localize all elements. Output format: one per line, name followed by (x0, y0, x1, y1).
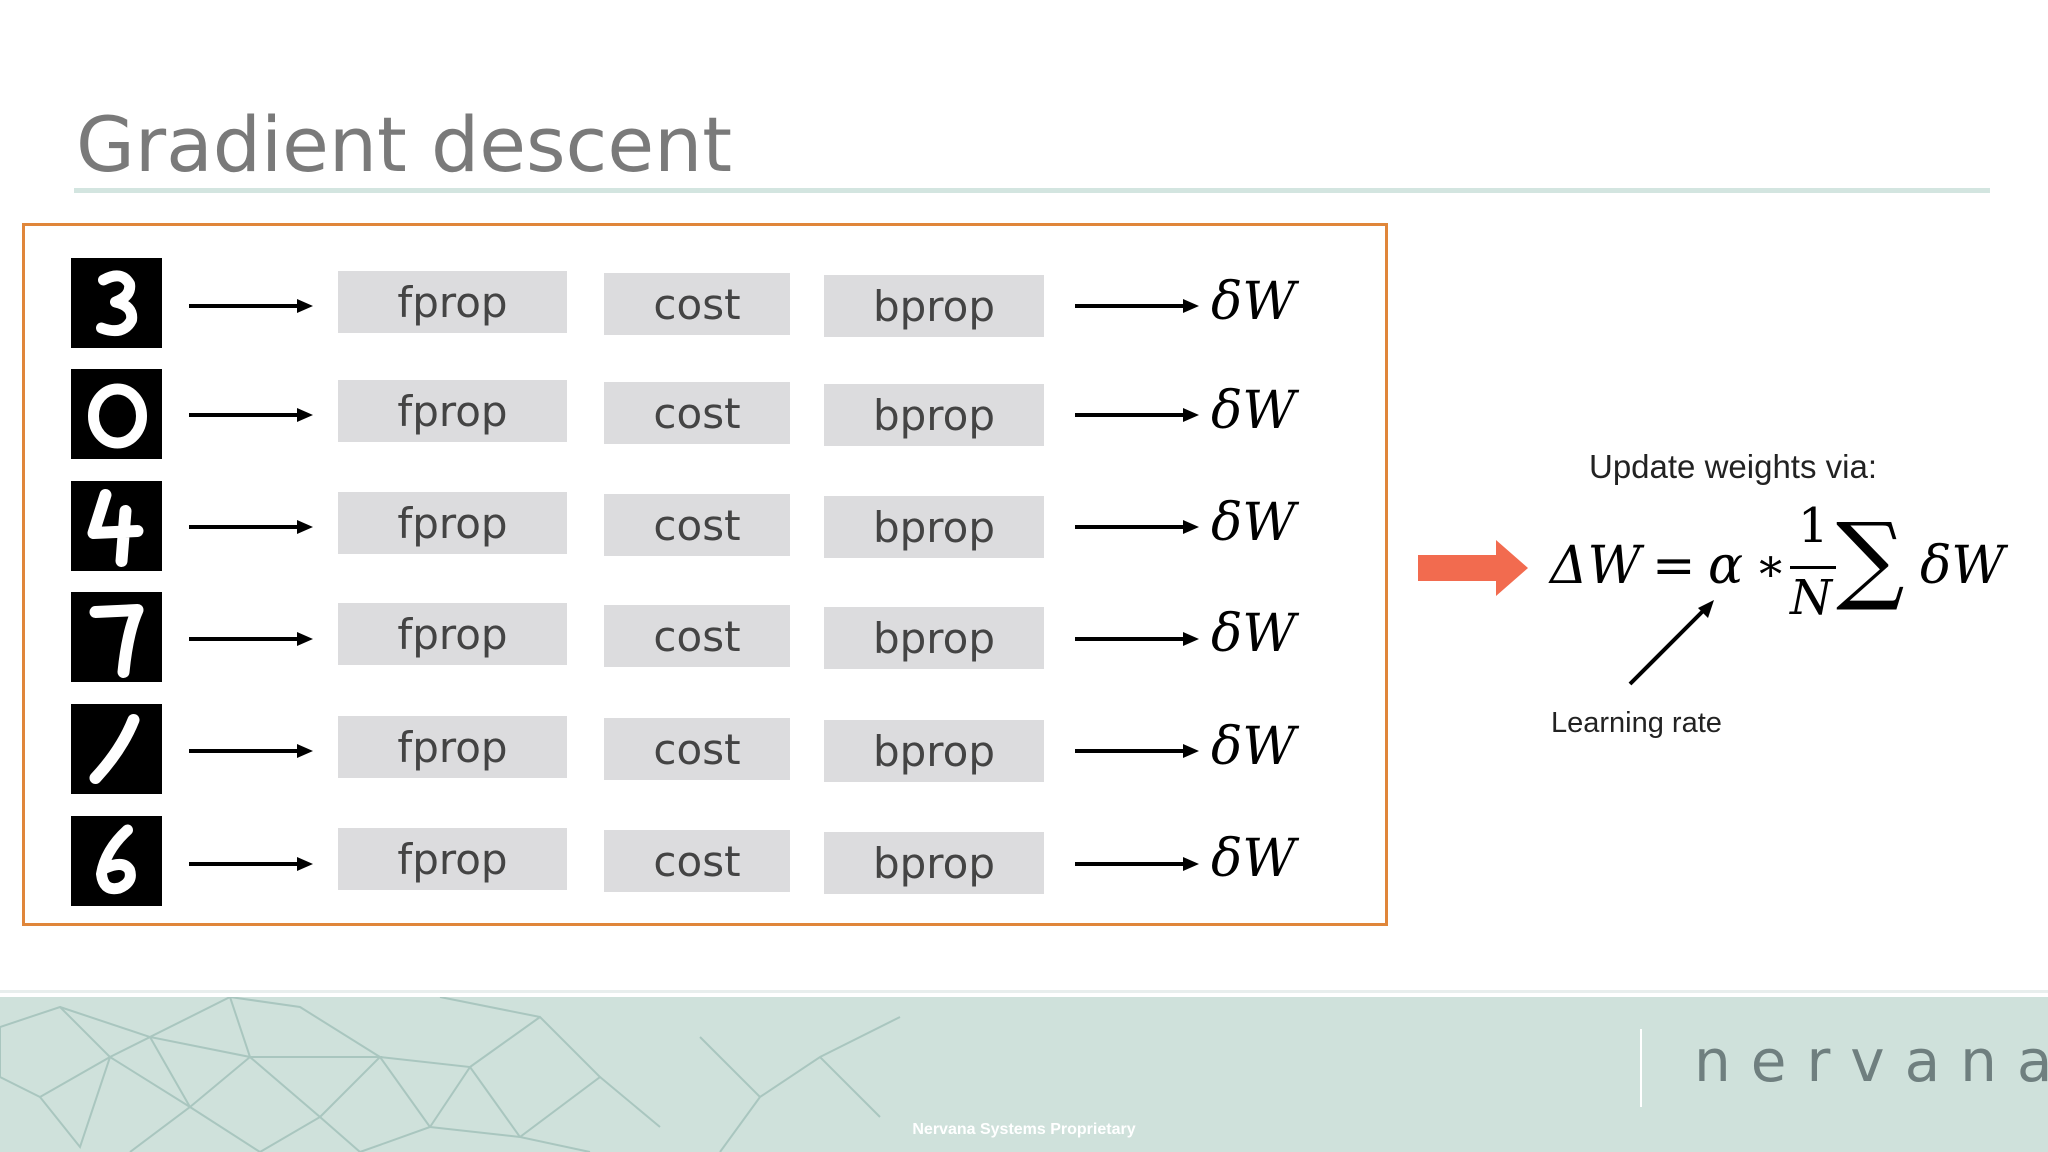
fprop-box: fprop (338, 380, 567, 442)
formula-times: ∗ (1755, 538, 1787, 592)
bprop-box: bprop (824, 607, 1044, 669)
bprop-box: bprop (824, 275, 1044, 337)
update-formula: ΔW = α ∗ 1 N ∑ δW (1550, 498, 2010, 628)
cost-box: cost (604, 273, 790, 335)
arrow-right-icon (187, 517, 315, 537)
footer-separator (0, 990, 2048, 993)
fprop-box: fprop (338, 828, 567, 890)
bprop-box: bprop (824, 384, 1044, 446)
fprop-box: fprop (338, 492, 567, 554)
digit-image-1 (71, 704, 162, 794)
cost-box: cost (604, 718, 790, 780)
formula-numerator: 1 (1798, 498, 1829, 554)
cost-box: cost (604, 605, 790, 667)
pipeline-row: fprop cost bprop δW (25, 481, 1385, 571)
formula-equals: = (1652, 536, 1696, 596)
big-arrow-right-icon (1418, 540, 1528, 596)
digit-image-7 (71, 592, 162, 682)
slide-title: Gradient descent (76, 100, 733, 189)
cost-box: cost (604, 382, 790, 444)
pipeline-row: fprop cost bprop δW (25, 816, 1385, 906)
weight-gradient: δW (1211, 381, 1296, 441)
formula-sum: ∑ (1836, 502, 1905, 614)
pipeline-row: fprop cost bprop δW (25, 704, 1385, 794)
formula-denominator: N (1790, 570, 1832, 626)
learning-rate-label: Learning rate (1551, 707, 1722, 739)
arrow-right-icon (1073, 405, 1201, 425)
arrow-right-icon (1073, 629, 1201, 649)
cost-box: cost (604, 494, 790, 556)
fraction-bar (1790, 566, 1836, 569)
title-divider (74, 188, 1990, 193)
arrow-right-icon (1073, 741, 1201, 761)
bprop-box: bprop (824, 720, 1044, 782)
footer-divider (1640, 1029, 1642, 1107)
pipeline-row: fprop cost bprop δW (25, 258, 1385, 348)
digit-image-4 (71, 481, 162, 571)
formula-rhs: δW (1920, 536, 2005, 596)
weight-gradient: δW (1211, 829, 1296, 889)
bprop-box: bprop (824, 496, 1044, 558)
fprop-box: fprop (338, 716, 567, 778)
cost-box: cost (604, 830, 790, 892)
fprop-box: fprop (338, 271, 567, 333)
formula-lhs: ΔW (1550, 536, 1641, 596)
update-weights-caption: Update weights via: (1589, 448, 1877, 485)
weight-gradient: δW (1211, 493, 1296, 553)
minibatch-pipeline-frame: fprop cost bprop δW fprop cost bprop δW … (22, 223, 1388, 926)
arrow-right-icon (187, 741, 315, 761)
slide-footer: nervana Nervana Systems Proprietary (0, 997, 2048, 1152)
weight-gradient: δW (1211, 717, 1296, 777)
brand-logo: nervana (1694, 1027, 2048, 1095)
proprietary-notice: Nervana Systems Proprietary (912, 1121, 1136, 1138)
bprop-box: bprop (824, 832, 1044, 894)
weight-gradient: δW (1211, 604, 1296, 664)
pipeline-row: fprop cost bprop δW (25, 592, 1385, 682)
weight-gradient: δW (1211, 272, 1296, 332)
digit-image-3 (71, 258, 162, 348)
arrow-right-icon (1073, 517, 1201, 537)
arrow-right-icon (1073, 296, 1201, 316)
arrow-right-icon (1073, 854, 1201, 874)
digit-image-0 (71, 369, 162, 459)
mesh-pattern-decoration (0, 997, 901, 1152)
formula-alpha: α (1708, 536, 1744, 596)
arrow-right-icon (187, 296, 315, 316)
learning-rate-pointer-icon (1620, 598, 1720, 688)
digit-image-6 (71, 816, 162, 906)
arrow-right-icon (187, 854, 315, 874)
arrow-right-icon (187, 405, 315, 425)
pipeline-row: fprop cost bprop δW (25, 369, 1385, 459)
fprop-box: fprop (338, 603, 567, 665)
arrow-right-icon (187, 629, 315, 649)
